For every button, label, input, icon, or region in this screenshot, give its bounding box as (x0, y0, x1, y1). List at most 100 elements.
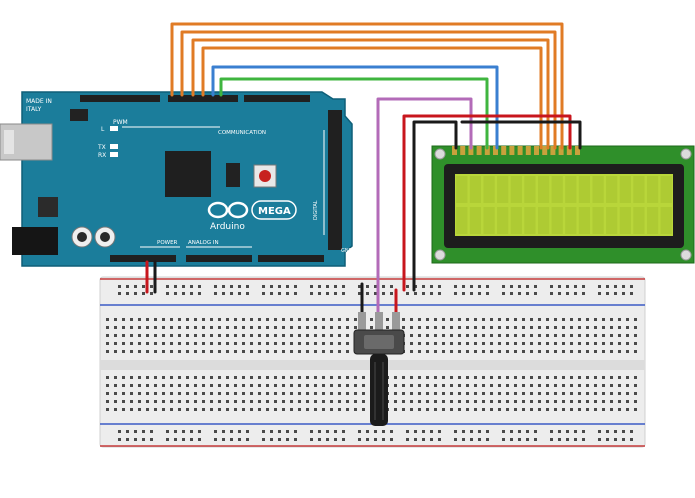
breadboard-hole (258, 408, 261, 411)
breadboard-hole (634, 318, 637, 321)
breadboard-hole (410, 376, 413, 379)
breadboard-hole (322, 342, 325, 345)
breadboard-hole (154, 318, 157, 321)
breadboard-hole (106, 400, 109, 403)
breadboard-hole (202, 384, 205, 387)
breadboard-hole (178, 326, 181, 329)
breadboard-hole (482, 376, 485, 379)
breadboard-hole (130, 350, 133, 353)
breadboard-hole (498, 376, 501, 379)
breadboard-hole (586, 350, 589, 353)
breadboard-hole (514, 400, 517, 403)
breadboard-hole (186, 408, 189, 411)
breadboard-hole (510, 285, 513, 288)
lcd-character-cell (483, 176, 495, 203)
breadboard-hole (434, 376, 437, 379)
breadboard-hole (290, 400, 293, 403)
breadboard-hole (174, 430, 177, 433)
breadboard-hole (602, 400, 605, 403)
breadboard-hole (442, 334, 445, 337)
breadboard-hole (630, 438, 633, 441)
breadboard-hole (374, 430, 377, 433)
breadboard-hole (418, 350, 421, 353)
breadboard-hole (338, 400, 341, 403)
breadboard-hole (530, 326, 533, 329)
breadboard-hole (242, 376, 245, 379)
breadboard-hole (194, 326, 197, 329)
breadboard-hole (406, 438, 409, 441)
breadboard-hole (170, 318, 173, 321)
breadboard-hole (618, 326, 621, 329)
breadboard-hole (258, 384, 261, 387)
breadboard-hole (174, 438, 177, 441)
breadboard-hole (406, 285, 409, 288)
breadboard-hole (174, 285, 177, 288)
breadboard-hole (366, 292, 369, 295)
breadboard-hole (498, 400, 501, 403)
breadboard-hole (490, 342, 493, 345)
breadboard-hole (198, 285, 201, 288)
breadboard-hole (530, 376, 533, 379)
breadboard-hole (418, 334, 421, 337)
breadboard-hole (218, 342, 221, 345)
breadboard-hole (122, 334, 125, 337)
breadboard-hole (490, 384, 493, 387)
breadboard-hole (330, 376, 333, 379)
breadboard-hole (374, 292, 377, 295)
breadboard-hole (162, 350, 165, 353)
breadboard-hole (202, 342, 205, 345)
breadboard-hole (382, 292, 385, 295)
breadboard-hole (202, 400, 205, 403)
breadboard-hole (298, 376, 301, 379)
breadboard-hole (426, 342, 429, 345)
breadboard-hole (626, 334, 629, 337)
breadboard-hole (126, 292, 129, 295)
breadboard-hole (426, 392, 429, 395)
breadboard-hole (622, 438, 625, 441)
breadboard-hole (138, 376, 141, 379)
breadboard-hole (506, 318, 509, 321)
breadboard-hole (602, 392, 605, 395)
breadboard-hole (410, 392, 413, 395)
breadboard-hole (438, 292, 441, 295)
breadboard-hole (282, 326, 285, 329)
breadboard-hole (458, 384, 461, 387)
breadboard-hole (222, 292, 225, 295)
breadboard-hole (106, 318, 109, 321)
digital-label: DIGITAL (313, 200, 319, 220)
breadboard-hole (402, 408, 405, 411)
breadboard-hole (450, 334, 453, 337)
breadboard-hole (490, 318, 493, 321)
lcd-pin-header (452, 146, 580, 155)
breadboard-hole (294, 285, 297, 288)
breadboard-hole (106, 376, 109, 379)
breadboard-hole (550, 430, 553, 433)
breadboard-hole (538, 350, 541, 353)
breadboard-hole (210, 384, 213, 387)
lcd-character-cell (524, 176, 536, 203)
breadboard-hole (586, 326, 589, 329)
breadboard-hole (178, 334, 181, 337)
breadboard-hole (418, 318, 421, 321)
breadboard-hole (626, 318, 629, 321)
breadboard-hole (510, 292, 513, 295)
breadboard-hole (614, 438, 617, 441)
breadboard-hole (138, 326, 141, 329)
lcd-character-cell (565, 176, 577, 203)
lcd-pin (468, 146, 474, 155)
breadboard-hole (202, 408, 205, 411)
lcd-pin (525, 146, 531, 155)
breadboard-hole (410, 326, 413, 329)
breadboard-hole (562, 384, 565, 387)
breadboard-hole (274, 408, 277, 411)
breadboard-hole (298, 326, 301, 329)
breadboard-hole (586, 342, 589, 345)
breadboard-hole (230, 430, 233, 433)
breadboard-hole (122, 342, 125, 345)
breadboard-hole (346, 392, 349, 395)
led-rx (110, 152, 118, 157)
breadboard-hole (290, 318, 293, 321)
breadboard-hole (522, 334, 525, 337)
breadboard-hole (314, 384, 317, 387)
breadboard-hole (470, 292, 473, 295)
